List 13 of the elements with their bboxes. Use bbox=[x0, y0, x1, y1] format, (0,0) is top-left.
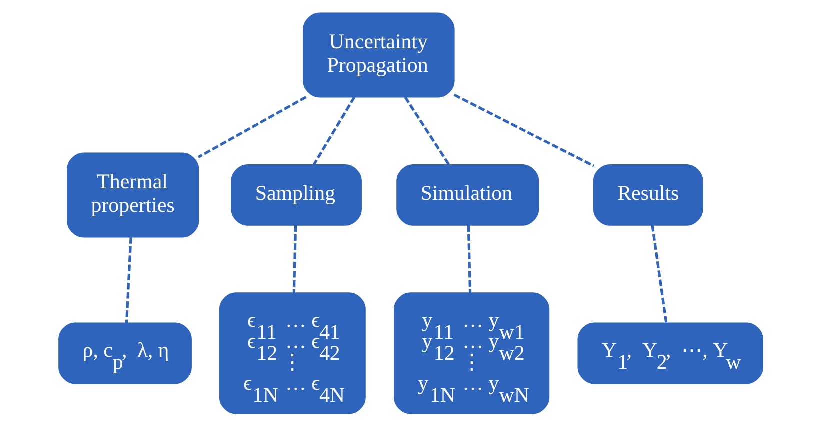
node-box: Uncertainty Propagation bbox=[302, 12, 454, 98]
connector bbox=[292, 225, 297, 294]
connector bbox=[650, 225, 668, 324]
node-box: Sampling bbox=[230, 164, 362, 226]
node-box: Results bbox=[592, 164, 703, 226]
connector bbox=[197, 96, 306, 158]
connector bbox=[124, 237, 132, 324]
connector bbox=[312, 96, 356, 166]
node-box: Thermal properties bbox=[66, 152, 199, 238]
connector bbox=[466, 225, 472, 294]
node-box: Simulation bbox=[396, 164, 539, 226]
connector bbox=[404, 96, 450, 166]
connector bbox=[453, 94, 594, 168]
